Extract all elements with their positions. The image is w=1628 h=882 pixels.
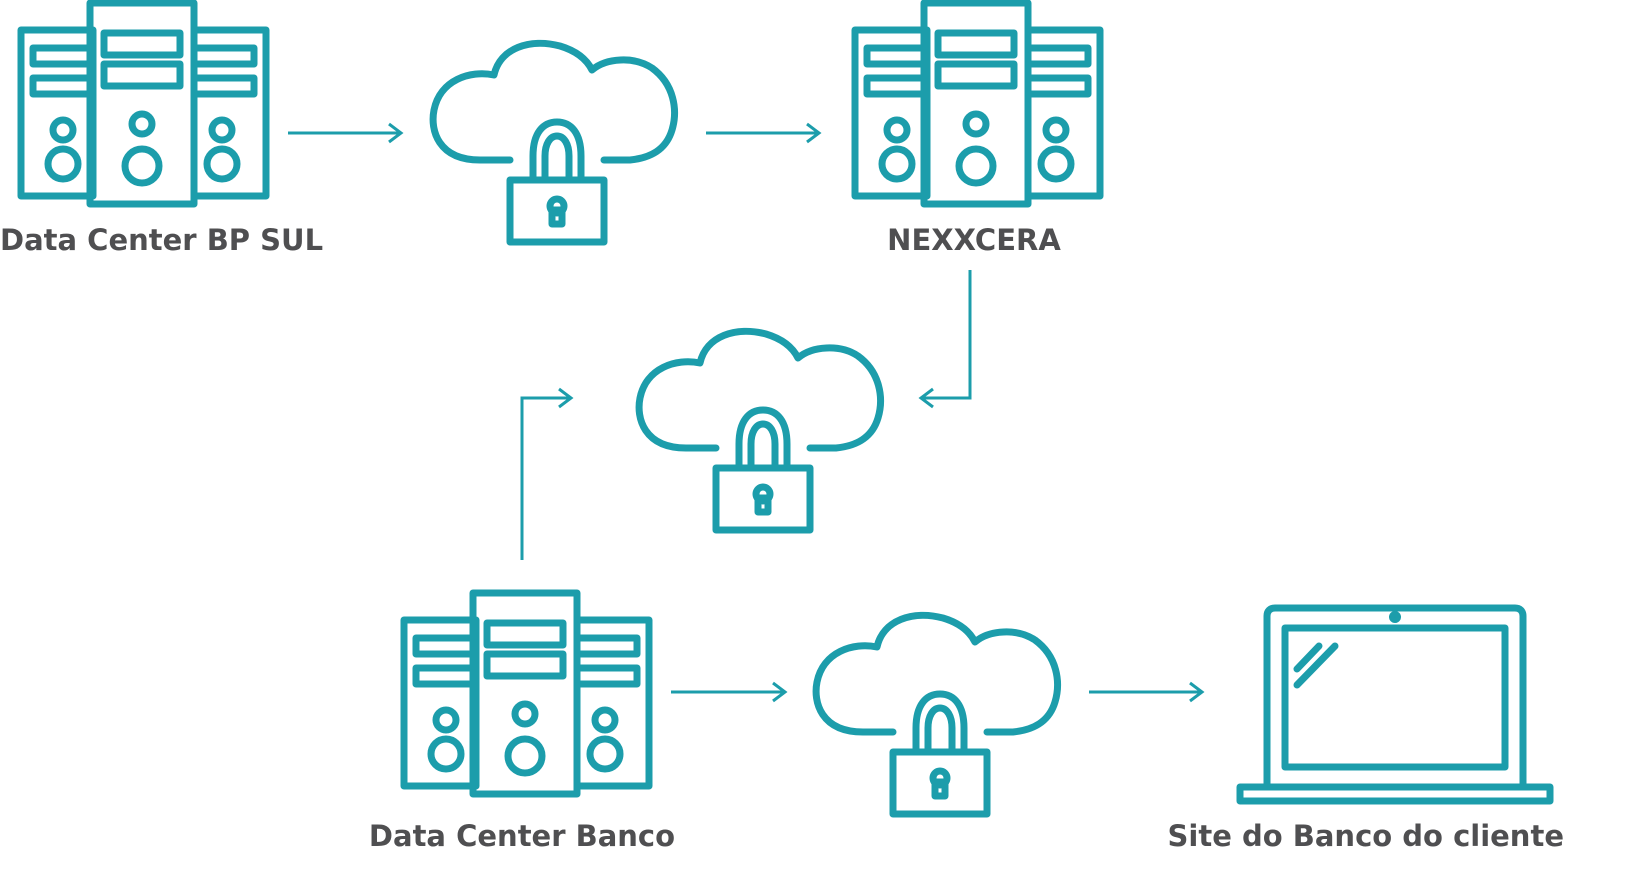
label-nexxcera: NEXXCERA — [887, 223, 1061, 257]
label-data-center-banco: Data Center Banco — [369, 819, 675, 853]
arrow-banco-to-cloud-bottom — [671, 681, 788, 703]
server-rack-icon — [855, 3, 1100, 204]
arrow-nexxcera-to-cloud — [918, 270, 972, 409]
arrow-bp-sul-to-cloud — [288, 122, 404, 144]
arrow-cloud-to-nexxcera — [706, 122, 822, 144]
label-site-do-banco-do-cliente: Site do Banco do cliente — [1168, 819, 1564, 853]
laptop-icon — [1240, 608, 1550, 801]
secure-cloud-icon — [816, 615, 1057, 814]
secure-cloud-icon — [433, 43, 674, 242]
label-data-center-bp-sul: Data Center BP SUL — [0, 223, 323, 257]
arrow-cloud-to-site — [1089, 681, 1205, 703]
arrow-banco-to-cloud — [520, 387, 574, 560]
secure-cloud-icon — [639, 331, 880, 530]
server-rack-icon — [404, 593, 649, 794]
server-rack-icon — [21, 3, 266, 204]
